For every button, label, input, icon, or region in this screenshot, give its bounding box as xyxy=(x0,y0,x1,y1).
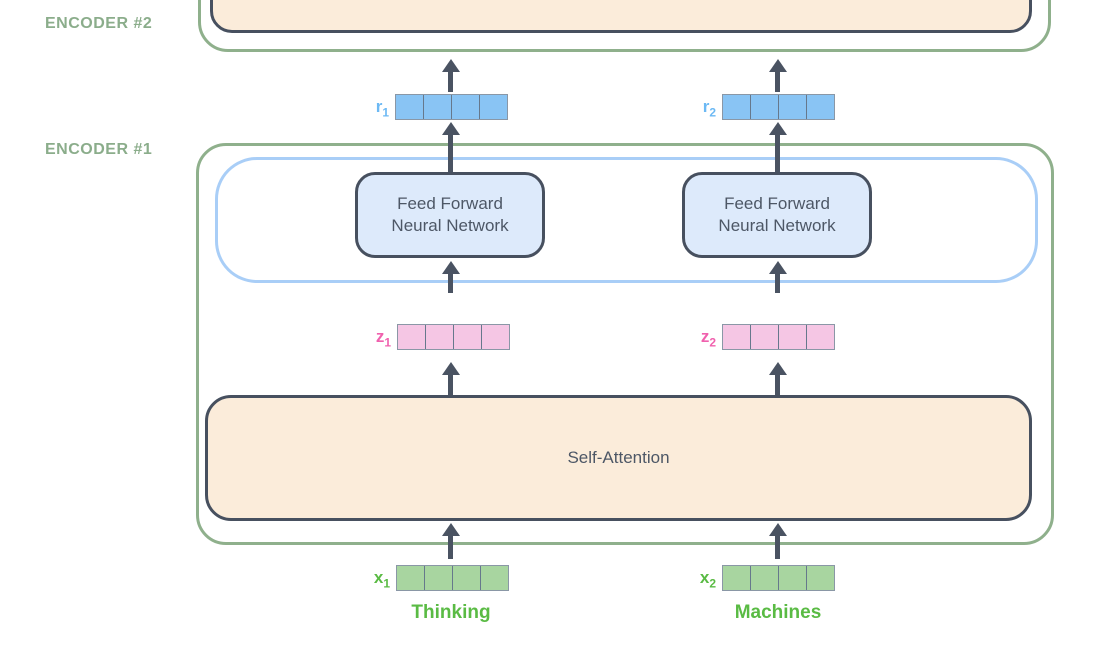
ffnn-box-1-line1: Feed Forward xyxy=(397,193,503,213)
vector-label-x1: x1 xyxy=(346,568,390,591)
vector-cell xyxy=(453,566,481,590)
arrow-ffnn2-to-r2-shaft xyxy=(775,133,780,172)
vector-label-z1: z1 xyxy=(347,327,391,350)
vector-r1 xyxy=(395,94,508,120)
vector-label-z2-sub: 2 xyxy=(709,335,716,350)
vector-label-r2-base: r xyxy=(702,97,710,116)
vector-label-x2: x2 xyxy=(672,568,716,591)
arrow-z1-to-ffnn1-shaft xyxy=(448,272,453,293)
vector-label-z1-sub: 1 xyxy=(384,335,391,350)
vector-cell xyxy=(396,95,424,119)
vector-cell xyxy=(751,566,779,590)
vector-cell xyxy=(454,325,482,349)
arrow-ffnn2-to-r2-head xyxy=(769,122,787,135)
encoder1-box xyxy=(196,143,1054,545)
vector-label-r2-sub: 2 xyxy=(709,105,716,120)
vector-label-r1: r1 xyxy=(345,97,389,120)
arrow-z1-to-ffnn1-head xyxy=(442,261,460,274)
vector-z1 xyxy=(397,324,510,350)
arrow-z2-to-ffnn2-shaft xyxy=(775,272,780,293)
arrow-attention-to-z1-shaft xyxy=(448,373,453,395)
vector-cell xyxy=(480,95,507,119)
encoder2-label: ENCODER #2 xyxy=(45,15,153,32)
vector-label-z1-base: z xyxy=(375,327,385,346)
arrow-attention-to-z2-shaft xyxy=(775,373,780,395)
arrow-z2-to-ffnn2-head xyxy=(769,261,787,274)
self-attention-label: Self-Attention xyxy=(567,448,670,467)
vector-cell xyxy=(426,325,454,349)
vector-label-x2-sub: 2 xyxy=(709,576,716,591)
encoder1-label: ENCODER #1 xyxy=(45,141,153,158)
arrow-x1-to-attention-head xyxy=(442,523,460,536)
vector-cell xyxy=(779,566,807,590)
vector-label-r2: r2 xyxy=(672,97,716,120)
encoder2-box xyxy=(198,0,1051,52)
vector-cell xyxy=(807,325,834,349)
arrow-attention-to-z1-head xyxy=(442,362,460,375)
vector-label-x1-base: x xyxy=(373,568,384,587)
vector-r2 xyxy=(722,94,835,120)
vector-label-r1-sub: 1 xyxy=(382,105,389,120)
arrow-attention-to-z2-head xyxy=(769,362,787,375)
vector-label-r1-base: r xyxy=(375,97,383,116)
vector-cell xyxy=(807,95,834,119)
self-attention-box: Self-Attention xyxy=(205,395,1032,521)
vector-cell xyxy=(751,325,779,349)
vector-cell xyxy=(481,566,508,590)
arrow-r1-to-encoder2-shaft xyxy=(448,70,453,92)
input-word-thinking: Thinking xyxy=(411,602,491,623)
vector-cell xyxy=(723,566,751,590)
arrow-r1-to-encoder2-head xyxy=(442,59,460,72)
vector-cell xyxy=(779,95,807,119)
ffnn-box-2-line2: Neural Network xyxy=(718,216,836,235)
input-word-machines: Machines xyxy=(734,602,822,623)
vector-label-x2-base: x xyxy=(699,568,710,587)
vector-cell xyxy=(779,325,807,349)
vector-cell xyxy=(397,566,425,590)
ffnn-box-1-line2: Neural Network xyxy=(391,216,509,235)
arrow-x2-to-attention-shaft xyxy=(775,534,780,559)
vector-cell xyxy=(723,95,751,119)
arrow-ffnn1-to-r1-head xyxy=(442,122,460,135)
arrow-r2-to-encoder2-head xyxy=(769,59,787,72)
ffnn-box-2: Feed Forward Neural Network xyxy=(682,172,872,258)
vector-cell xyxy=(424,95,452,119)
arrow-ffnn1-to-r1-shaft xyxy=(448,133,453,172)
vector-label-z2: z2 xyxy=(672,327,716,350)
ffnn-box-2-line1: Feed Forward xyxy=(724,193,830,213)
vector-x2 xyxy=(722,565,835,591)
encoder2-self-attention-box-partial xyxy=(210,0,1032,33)
vector-cell xyxy=(452,95,480,119)
ffnn-box-1: Feed Forward Neural Network xyxy=(355,172,545,258)
arrow-r2-to-encoder2-shaft xyxy=(775,70,780,92)
feed-forward-layer-container xyxy=(215,157,1038,283)
vector-cell xyxy=(751,95,779,119)
vector-cell xyxy=(482,325,509,349)
vector-z2 xyxy=(722,324,835,350)
vector-cell xyxy=(425,566,453,590)
vector-label-x1-sub: 1 xyxy=(383,576,390,591)
vector-cell xyxy=(807,566,834,590)
vector-x1 xyxy=(396,565,509,591)
arrow-x1-to-attention-shaft xyxy=(448,534,453,559)
vector-label-z2-base: z xyxy=(700,327,710,346)
vector-cell xyxy=(398,325,426,349)
arrow-x2-to-attention-head xyxy=(769,523,787,536)
vector-cell xyxy=(723,325,751,349)
